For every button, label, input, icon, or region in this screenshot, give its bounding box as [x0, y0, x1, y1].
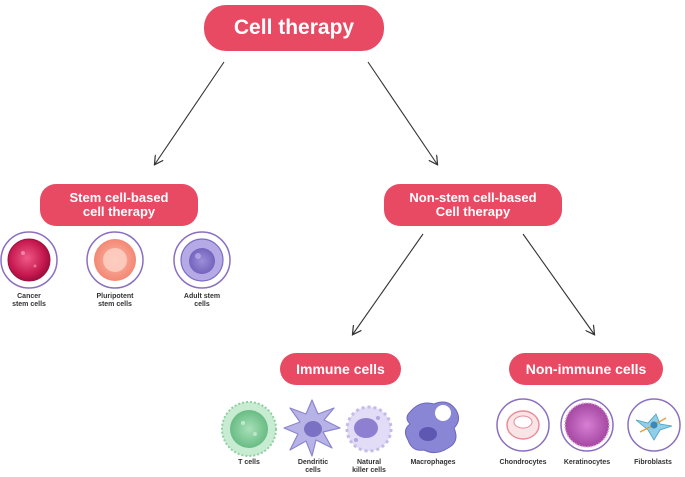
t-cells-label: T cells: [218, 459, 280, 467]
non-stem-cell-based-label-line1: Non-stem cell-based: [409, 190, 537, 206]
pluripotent-stem-cell-icon: [86, 231, 144, 289]
natural-killer-cells-label: Natural killer cells: [338, 459, 400, 475]
non-immune-cells-node: Non-immune cells: [509, 353, 663, 385]
natural-killer-cells-label-line1: Natural: [356, 459, 382, 466]
cell-therapy-root-node: Cell therapy: [204, 5, 384, 51]
dendritic-cells-label-line2: cells: [305, 467, 321, 475]
keratinocytes-label: Keratinocytes: [556, 459, 618, 467]
t-cell-icon: [221, 401, 277, 457]
pluripotent-stem-cells-label: Pluripotent stem cells: [84, 293, 146, 309]
t-cells-label-line1: T cells: [238, 459, 260, 466]
immune-cells-node: Immune cells: [280, 353, 401, 385]
keratinocytes-label-line1: Keratinocytes: [563, 459, 611, 466]
pluripotent-stem-cells-label-line1: Pluripotent: [96, 293, 134, 300]
adult-stem-cells-label-line1: Adult stem: [183, 293, 221, 300]
adult-stem-cells-label: Adult stem cells: [171, 293, 233, 309]
arrow-nonstem-to-nonimmune: [522, 233, 594, 334]
adult-stem-cells-label-line2: cells: [194, 301, 210, 309]
cancer-stem-cells-label: Cancer stem cells: [0, 293, 60, 309]
adult-stem-cell-icon: [173, 231, 231, 289]
arrow-nonstem-to-immune: [353, 233, 424, 334]
fibroblast-icon: [627, 398, 681, 452]
cancer-stem-cells-label-line1: Cancer: [17, 293, 41, 300]
non-immune-cells-label: Non-immune cells: [525, 360, 647, 377]
pluripotent-stem-cells-label-line2: stem cells: [98, 301, 132, 309]
stem-cell-based-label-line1: Stem cell-based: [69, 190, 169, 206]
dendritic-cells-label-line1: Dendritic: [297, 459, 329, 466]
macrophages-label: Macrophages: [402, 459, 464, 467]
dendritic-cells-label: Dendritic cells: [282, 459, 344, 475]
chondrocytes-label-line1: Chondrocytes: [499, 459, 547, 466]
cancer-stem-cell-icon: [0, 231, 58, 289]
cell-therapy-root-label: Cell therapy: [233, 15, 355, 39]
non-stem-cell-based-label-line2: Cell therapy: [435, 204, 511, 219]
arrow-root-to-nonstem: [367, 61, 437, 164]
keratinocyte-icon: [560, 398, 614, 452]
immune-cells-label: Immune cells: [296, 360, 385, 377]
non-stem-cell-based-node: Non-stem cell-based Cell therapy: [384, 184, 562, 226]
fibroblasts-label: Fibroblasts: [622, 459, 684, 467]
cancer-stem-cells-label-line2: stem cells: [12, 301, 46, 309]
macrophages-label-line1: Macrophages: [410, 459, 456, 466]
macrophage-icon: [404, 401, 460, 454]
chondrocytes-label: Chondrocytes: [492, 459, 554, 467]
fibroblasts-label-line1: Fibroblasts: [634, 459, 672, 466]
natural-killer-cell-icon: [345, 405, 393, 453]
natural-killer-cells-label-line2: killer cells: [352, 467, 386, 475]
stem-cell-based-label-line2: cell therapy: [82, 204, 156, 219]
stem-cell-based-node: Stem cell-based cell therapy: [40, 184, 198, 226]
dendritic-cell-icon: [283, 399, 341, 457]
arrow-root-to-stem: [155, 61, 225, 164]
chondrocyte-icon: [496, 398, 550, 452]
